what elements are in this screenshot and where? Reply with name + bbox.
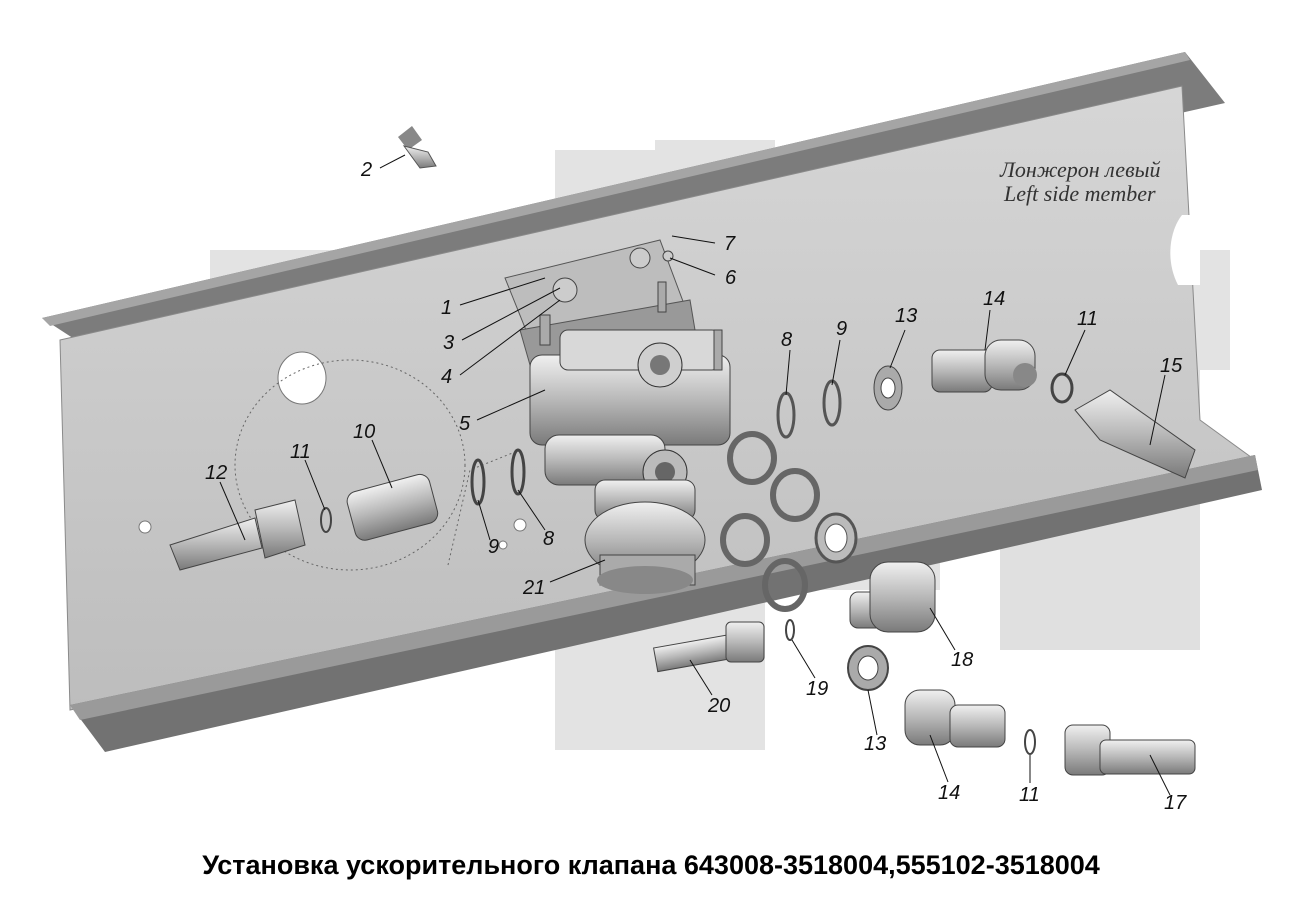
frame-label-ru: Лонжерон левый	[999, 157, 1161, 182]
callout-8-lower: 8	[543, 528, 554, 550]
frame-label-en: Left side member	[1003, 181, 1156, 206]
callout-labels: 2 1 3 4 5 7 6 8 9 13 14 11 15 12 11 10 9…	[205, 159, 1187, 814]
callout-1: 1	[441, 297, 452, 319]
accelerator-valve-assembly	[504, 239, 731, 594]
left-fittings	[169, 448, 526, 571]
callout-10: 10	[353, 421, 375, 443]
callout-12: 12	[205, 462, 227, 484]
callout-13-upper: 13	[895, 305, 917, 327]
leader-lines	[219, 154, 1171, 796]
callout-9-upper: 9	[836, 318, 847, 340]
right-fittings-upper	[873, 339, 1196, 479]
callout-19: 19	[806, 678, 828, 700]
lower-fittings	[653, 561, 1196, 776]
callout-11-lower: 11	[1019, 784, 1040, 806]
callout-5: 5	[459, 413, 471, 435]
callout-14-upper: 14	[983, 288, 1005, 310]
callout-15: 15	[1160, 355, 1183, 377]
callout-7: 7	[724, 233, 736, 255]
callout-6: 6	[725, 267, 737, 289]
callout-13-lower: 13	[864, 733, 886, 755]
bolt-part-2	[398, 126, 437, 169]
callout-3: 3	[443, 332, 454, 354]
callout-21: 21	[522, 577, 545, 599]
callout-2: 2	[360, 159, 372, 181]
callout-4: 4	[441, 366, 452, 388]
callout-8-upper: 8	[781, 329, 792, 351]
callout-11-right: 11	[1077, 308, 1098, 330]
diagram-caption: Установка ускорительного клапана 643008-…	[202, 850, 1100, 880]
callout-14-lower: 14	[938, 782, 960, 804]
callout-9-lower: 9	[488, 536, 499, 558]
callout-17: 17	[1164, 792, 1187, 814]
callout-18: 18	[951, 649, 973, 671]
callout-11-left: 11	[290, 441, 311, 463]
callout-20: 20	[707, 695, 730, 717]
